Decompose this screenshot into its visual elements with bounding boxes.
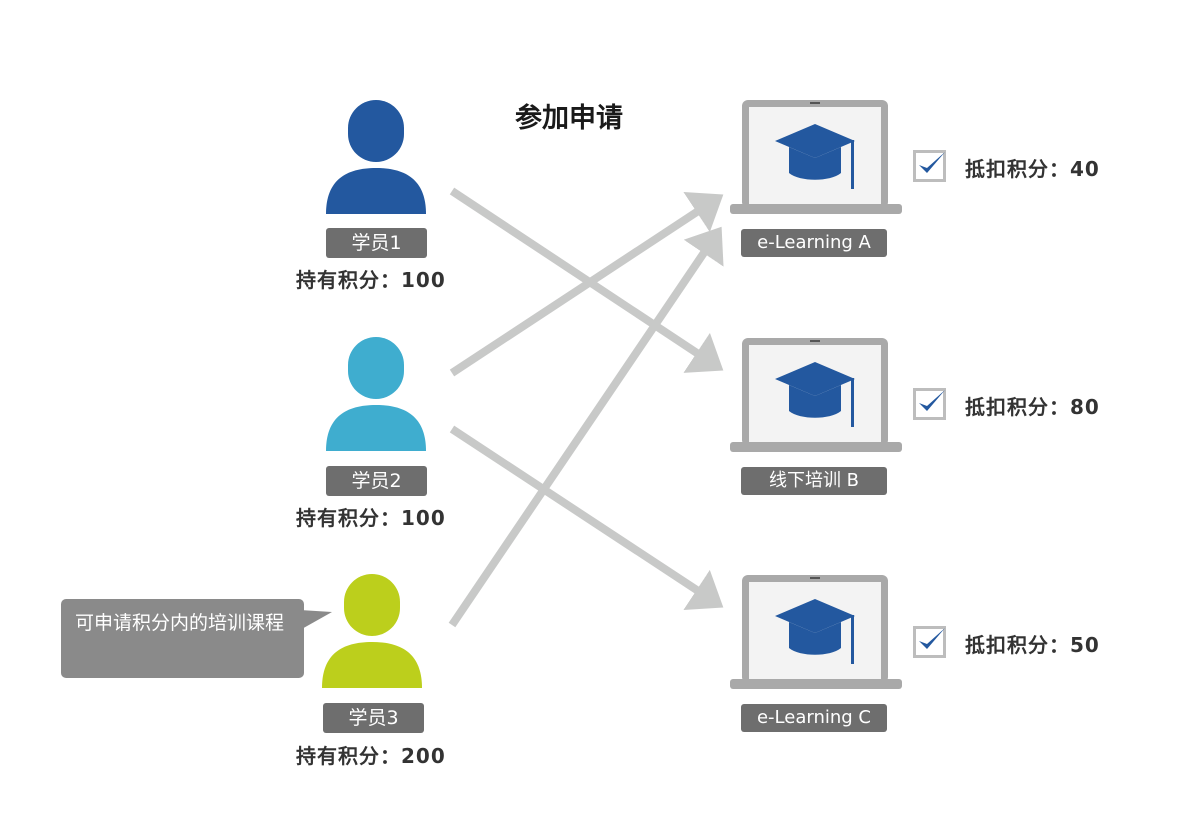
callout-bubble: 可申请积分内的培训课程 (61, 599, 304, 678)
arrow-student3-to-course-a (448, 226, 724, 628)
course-b-deduct-points: 抵扣积分：80 (965, 395, 1100, 419)
course-a-label: e-Learning A (741, 229, 887, 257)
graduation-cap-icon (775, 362, 855, 427)
diagram-title: 参加申请 (515, 103, 623, 134)
arrow-student1-to-course-b (449, 187, 724, 373)
course-c-checkbox-checked-icon (913, 624, 947, 658)
student-2-person-icon (322, 335, 432, 453)
course-a-deduct-points: 抵扣积分：40 (965, 157, 1100, 181)
student-2-label: 学员2 (326, 466, 427, 496)
arrow-student2-to-course-a (449, 192, 724, 377)
student-3-label: 学员3 (323, 703, 424, 733)
course-b-laptop-icon (728, 336, 904, 456)
student-1-label: 学员1 (326, 228, 427, 258)
arrow-student2-to-course-c (449, 425, 724, 610)
student-3-person-icon (318, 572, 428, 690)
course-a-checkbox-checked-icon (913, 148, 947, 182)
course-a-laptop-icon (728, 98, 904, 218)
graduation-cap-icon (775, 124, 855, 189)
course-c-deduct-points: 抵扣积分：50 (965, 633, 1100, 657)
graduation-cap-icon (775, 599, 855, 664)
student-1-points: 持有积分：100 (296, 268, 446, 292)
course-c-laptop-icon (728, 573, 904, 693)
student-1-person-icon (322, 98, 432, 216)
course-c-label: e-Learning C (741, 704, 887, 732)
callout-tail (300, 610, 332, 630)
student-2-points: 持有积分：100 (296, 506, 446, 530)
course-b-label: 线下培训 B (741, 467, 887, 495)
course-b-checkbox-checked-icon (913, 386, 947, 420)
student-3-points: 持有积分：200 (296, 744, 446, 768)
